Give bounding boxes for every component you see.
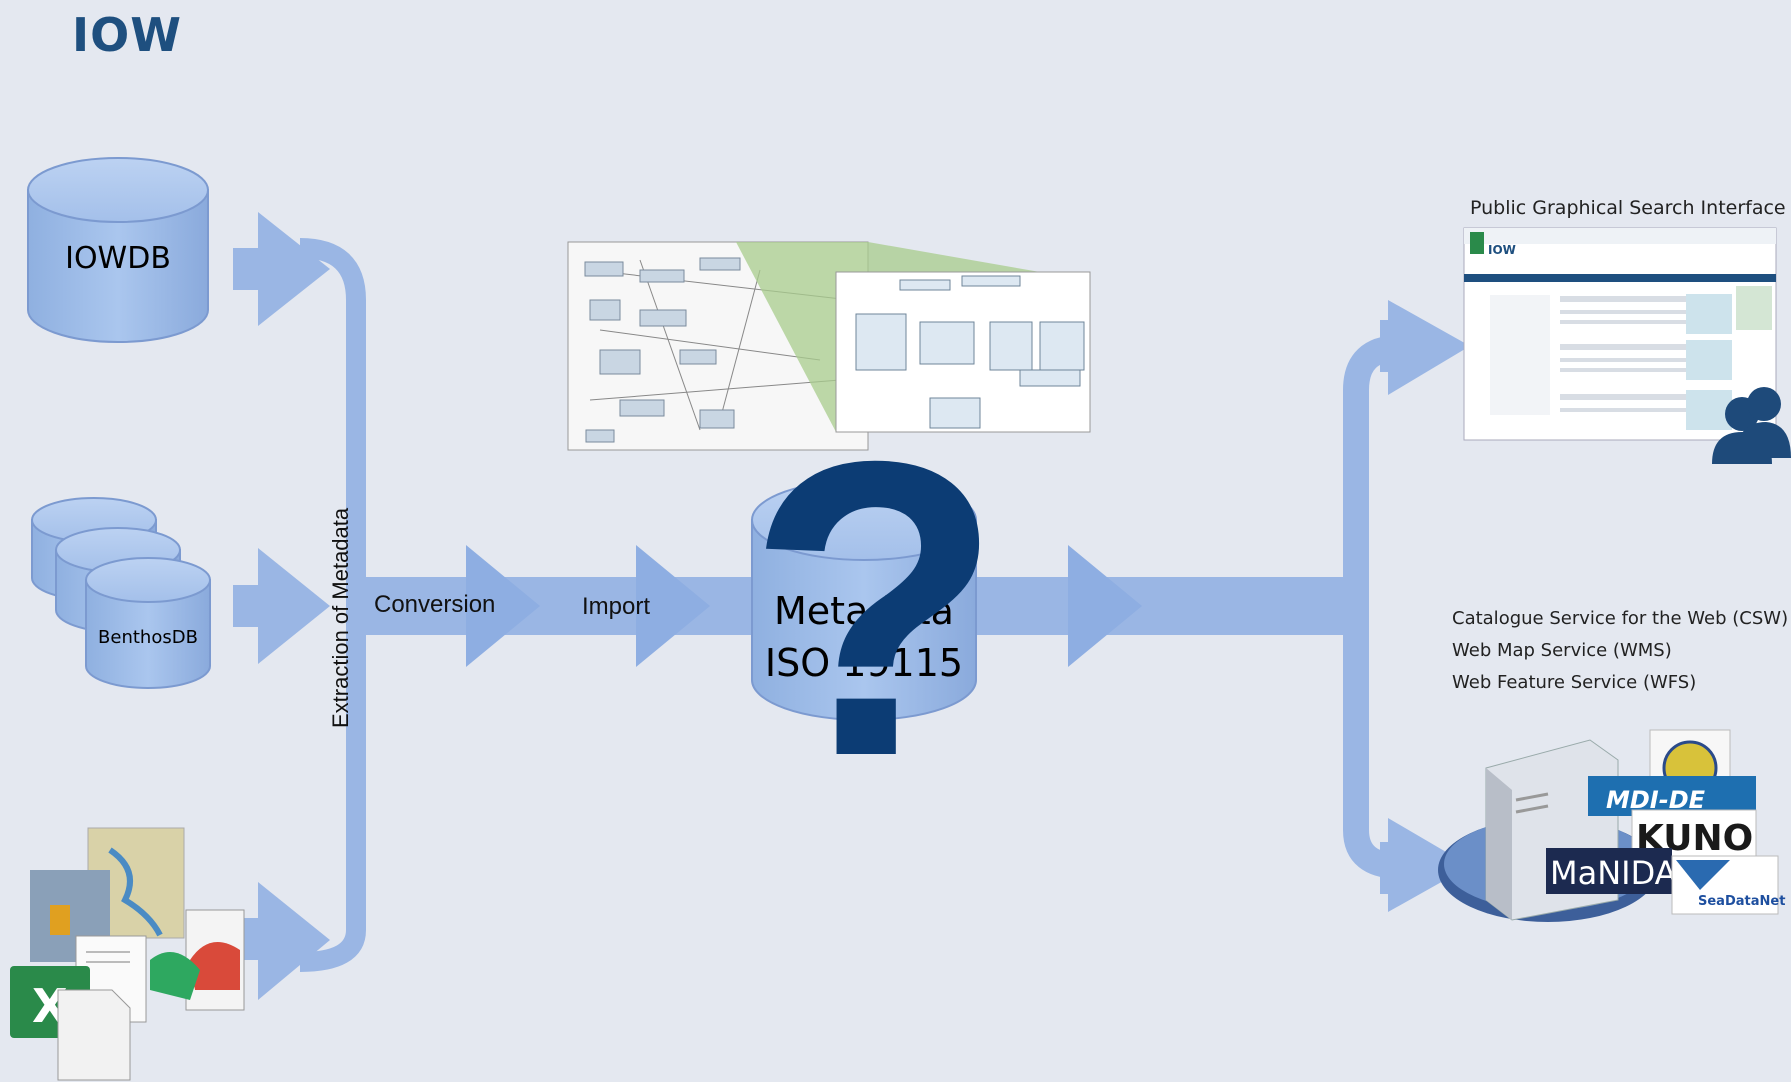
- seadatanet-text: SeaDataNet: [1698, 894, 1785, 909]
- import-label: Import: [582, 593, 650, 620]
- input-arrow-bottom: [233, 882, 330, 1000]
- service-csw: Catalogue Service for the Web (CSW): [1452, 608, 1789, 629]
- search-interface-screenshot: IOW: [1463, 227, 1777, 441]
- store-label-line2: ISO 19115: [765, 641, 963, 685]
- collector-bar: [299, 238, 366, 972]
- store-label-line1: Metadata: [774, 589, 954, 633]
- iow-logo: IOW: [72, 8, 182, 62]
- server-icon: [1438, 739, 1658, 922]
- metadata-store-database-icon: Metadata ISO 19115: [751, 479, 977, 721]
- service-list: Catalogue Service for the Web (CSW) Web …: [1452, 608, 1788, 704]
- mdi-de-text: MDI-DE: [1606, 786, 1706, 814]
- document-icon-2: [57, 989, 131, 1081]
- svg-text:IOW: IOW: [1488, 243, 1516, 257]
- manida-text: MaNIDA: [1550, 854, 1677, 892]
- kuno-logo: KUNO: [1631, 809, 1757, 865]
- input-arrow-top: [233, 212, 330, 326]
- data-files-collage: X: [10, 827, 245, 1081]
- search-interface-title: Public Graphical Search Interface: [1470, 197, 1786, 219]
- iowdb-label: IOWDB: [65, 241, 171, 276]
- manida-logo: MaNIDA: [1546, 848, 1677, 894]
- question-mark: ?: [746, 375, 1004, 844]
- iowdb-database-icon: IOWDB: [27, 157, 209, 343]
- buoy-icon: [50, 905, 70, 935]
- service-wfs: Web Feature Service (WFS): [1452, 672, 1697, 693]
- input-arrow-middle: [233, 548, 330, 664]
- schema-diagram-thumbnail: [567, 241, 1091, 451]
- benthosdb-label: BenthosDB: [98, 627, 198, 648]
- output-split: [1343, 300, 1470, 912]
- benthosdb-database-icon: BenthosDB: [31, 497, 211, 689]
- users-icon: [1712, 387, 1791, 464]
- mdi-de-logo: MDI-DE: [1588, 776, 1756, 816]
- seadatanet-logo: SeaDataNet: [1671, 855, 1785, 915]
- extraction-label: Extraction of Metadata: [328, 507, 353, 728]
- service-wms: Web Map Service (WMS): [1452, 640, 1672, 661]
- conversion-label: Conversion: [374, 591, 495, 618]
